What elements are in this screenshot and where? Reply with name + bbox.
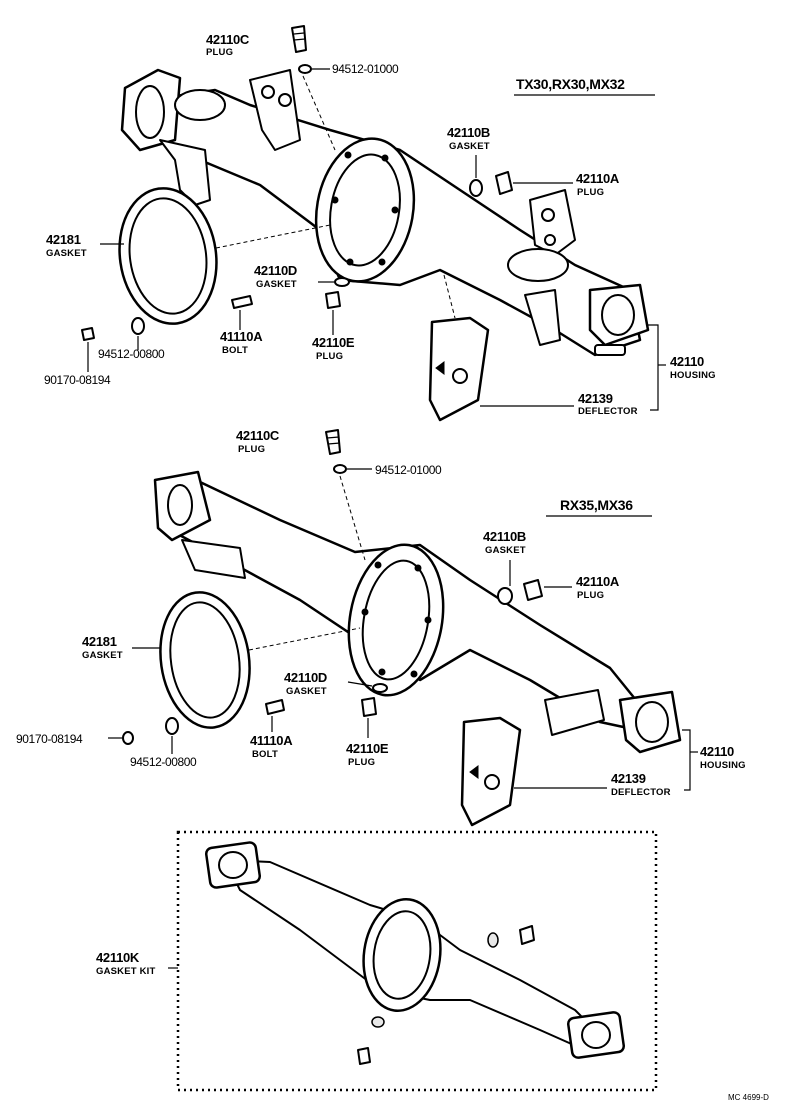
model-group-middle: RX35,MX36 xyxy=(560,497,633,513)
washer-bolt-icon-top xyxy=(131,317,145,335)
part-number-deflector-top: 42139 xyxy=(578,391,613,406)
part-name-plug-c-middle: PLUG xyxy=(238,444,265,455)
plug-e-icon-middle xyxy=(361,697,377,717)
nut-icon-middle xyxy=(122,731,134,745)
spring-seat-left-middle xyxy=(181,539,246,579)
part-number-housing-middle: 42110 xyxy=(700,744,734,759)
part-name-gasket-d-top: GASKET xyxy=(256,279,297,290)
part-number-gasket-d-middle: 42110D xyxy=(284,670,327,685)
bracket-right-top xyxy=(529,189,576,256)
part-name-gasket-d-middle: GASKET xyxy=(286,686,327,697)
part-name-deflector-middle: DEFLECTOR xyxy=(611,787,671,798)
part-name-bolt-middle: BOLT xyxy=(252,749,278,760)
plug-a-icon-top xyxy=(495,171,513,195)
part-number-plug-c-top: 42110C xyxy=(206,32,250,47)
part-number-housing-top: 42110 xyxy=(670,354,704,369)
part-name-housing-middle: HOUSING xyxy=(700,760,746,771)
figure-reference: MC 4699-D xyxy=(728,1093,769,1102)
part-number-deflector-middle: 42139 xyxy=(611,771,646,786)
washer-bolt-icon-middle xyxy=(165,717,179,735)
axle-housing-top xyxy=(120,68,650,357)
kit-gasket-d-icon xyxy=(371,1016,385,1028)
part-number-gasket-kit: 42110K xyxy=(96,950,140,965)
part-number-plug-a-top: 42110A xyxy=(576,171,620,186)
washer-icon-middle xyxy=(333,464,347,474)
part-name-deflector-top: DEFLECTOR xyxy=(578,406,638,417)
part-name-gasket-b-middle: GASKET xyxy=(485,545,526,556)
gasket-kit-frame xyxy=(176,830,658,1092)
part-number-gasket-d-top: 42110D xyxy=(254,263,297,278)
part-number-gasket-b-top: 42110B xyxy=(447,125,490,140)
gasket-kit-section: 42110K GASKET KIT xyxy=(96,830,658,1092)
plug-e-icon-top xyxy=(325,291,341,309)
part-name-cover-gasket-top: GASKET xyxy=(46,248,87,259)
kit-plug-e-icon xyxy=(357,1047,371,1065)
kit-gasket-b-icon xyxy=(487,932,499,948)
plug-a-icon-middle xyxy=(523,579,543,601)
part-number-plug-a-middle: 42110A xyxy=(576,574,620,589)
washer-icon-top xyxy=(298,64,312,74)
part-name-bolt-top: BOLT xyxy=(222,345,248,356)
part-number-bolt-top: 41110A xyxy=(220,329,263,344)
part-number-washer-bolt-top: 94512-00800 xyxy=(98,347,165,361)
part-number-washer-bolt-middle: 94512-00800 xyxy=(130,755,197,769)
part-number-plug-e-top: 42110E xyxy=(312,335,355,350)
spring-seat-right-middle xyxy=(544,689,605,736)
spring-seat-right-top xyxy=(507,248,569,282)
nut-icon-top xyxy=(81,327,95,341)
plug-c-icon-middle xyxy=(325,429,341,455)
part-number-washer-plug-c-top: 94512-01000 xyxy=(332,62,399,76)
part-number-washer-plug-c-middle: 94512-01000 xyxy=(375,463,442,477)
middle-section: RX35,MX36 42110C PLUG 94512-01000 42110B… xyxy=(16,428,746,827)
kit-plug-a-icon xyxy=(519,925,535,945)
part-number-cover-gasket-middle: 42181 xyxy=(82,634,117,649)
part-name-plug-a-top: PLUG xyxy=(577,187,604,198)
bolt-icon-middle xyxy=(265,699,285,715)
part-number-plug-e-middle: 42110E xyxy=(346,741,389,756)
part-name-plug-a-middle: PLUG xyxy=(577,590,604,601)
gasket-d-icon-middle xyxy=(372,683,388,693)
gasket-d-icon-top xyxy=(334,277,350,287)
axle-housing-middle xyxy=(153,470,682,754)
model-group-top: TX30,RX30,MX32 xyxy=(516,76,625,92)
part-number-nut-middle: 90170-08194 xyxy=(16,732,83,746)
part-number-plug-c-middle: 42110C xyxy=(236,428,280,443)
deflector-icon-middle xyxy=(460,716,522,827)
top-section: TX30,RX30,MX32 xyxy=(44,25,716,422)
part-name-plug-c-top: PLUG xyxy=(206,47,233,58)
part-number-gasket-b-middle: 42110B xyxy=(483,529,526,544)
bolt-icon-top xyxy=(231,295,253,309)
part-number-bolt-middle: 41110A xyxy=(250,733,293,748)
part-name-plug-e-middle: PLUG xyxy=(348,757,375,768)
spring-seat-left-top xyxy=(174,89,226,121)
part-name-cover-gasket-middle: GASKET xyxy=(82,650,123,661)
part-name-gasket-kit: GASKET KIT xyxy=(96,966,156,977)
axle-housing-kit xyxy=(204,841,626,1059)
part-name-plug-e-top: PLUG xyxy=(316,351,343,362)
gasket-b-icon-middle xyxy=(497,587,513,605)
part-number-cover-gasket-top: 42181 xyxy=(46,232,81,247)
part-number-nut-top: 90170-08194 xyxy=(44,373,111,387)
part-name-housing-top: HOUSING xyxy=(670,370,716,381)
gasket-b-icon-top xyxy=(469,179,483,197)
part-name-gasket-b-top: GASKET xyxy=(449,141,490,152)
